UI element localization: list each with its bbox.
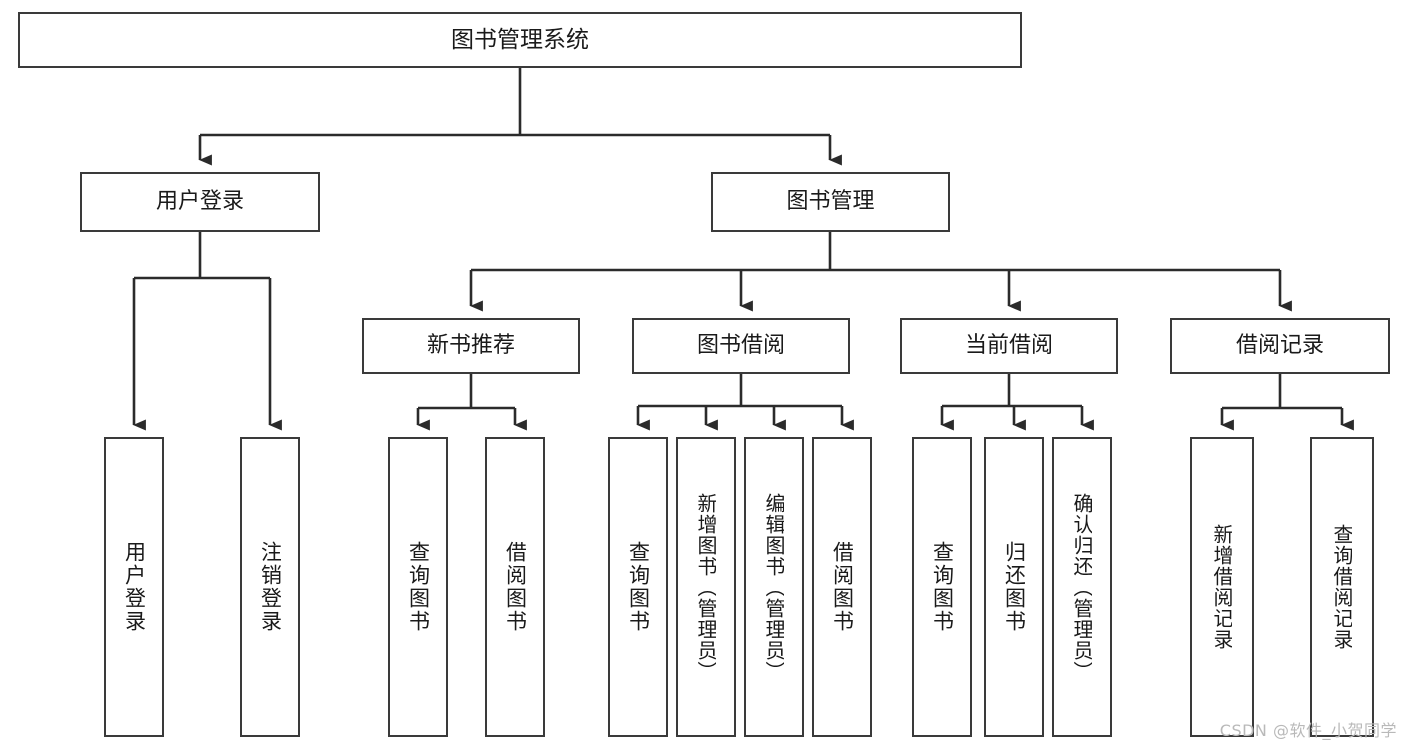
node-leaf-logout[interactable]: 注销登录: [240, 437, 300, 737]
node-leaf-borrow-book-1[interactable]: 借阅图书: [485, 437, 545, 737]
node-current-borrow[interactable]: 当前借阅: [900, 318, 1118, 374]
node-book-borrow[interactable]: 图书借阅: [632, 318, 850, 374]
node-leaf-add-book-label: 新增图书（管理员）: [696, 492, 716, 682]
watermark-label: CSDN @软件_小贺同学: [1219, 721, 1397, 740]
node-borrow-record[interactable]: 借阅记录: [1170, 318, 1390, 374]
node-leaf-query-book-2-label: 查询图书: [627, 541, 649, 633]
node-leaf-confirm-return[interactable]: 确认归还（管理员）: [1052, 437, 1112, 737]
node-root[interactable]: 图书管理系统: [18, 12, 1022, 68]
node-root-label: 图书管理系统: [451, 26, 589, 53]
node-borrow-record-label: 借阅记录: [1235, 333, 1324, 359]
node-user-login-label: 用户登录: [155, 189, 244, 215]
node-book-borrow-label: 图书借阅: [696, 333, 785, 359]
node-leaf-return-book-label: 归还图书: [1003, 541, 1025, 633]
node-leaf-query-book-1-label: 查询图书: [407, 541, 429, 633]
node-leaf-edit-book[interactable]: 编辑图书（管理员）: [744, 437, 804, 737]
node-leaf-return-book[interactable]: 归还图书: [984, 437, 1044, 737]
node-user-login[interactable]: 用户登录: [80, 172, 320, 232]
node-leaf-user-login-label: 用户登录: [123, 541, 145, 633]
node-leaf-borrow-book-2[interactable]: 借阅图书: [812, 437, 872, 737]
node-leaf-query-book-2[interactable]: 查询图书: [608, 437, 668, 737]
node-leaf-add-record-label: 新增借阅记录: [1212, 524, 1232, 650]
node-leaf-borrow-book-2-label: 借阅图书: [831, 541, 853, 633]
node-leaf-user-login[interactable]: 用户登录: [104, 437, 164, 737]
node-leaf-query-book-3-label: 查询图书: [931, 541, 953, 633]
node-leaf-logout-label: 注销登录: [259, 541, 281, 633]
node-leaf-query-record-label: 查询借阅记录: [1332, 524, 1352, 650]
node-book-manage-label: 图书管理: [786, 189, 875, 215]
node-leaf-query-book-3[interactable]: 查询图书: [912, 437, 972, 737]
node-current-borrow-label: 当前借阅: [964, 333, 1053, 359]
node-leaf-add-book[interactable]: 新增图书（管理员）: [676, 437, 736, 737]
node-leaf-query-record[interactable]: 查询借阅记录: [1310, 437, 1374, 737]
node-new-book-rec[interactable]: 新书推荐: [362, 318, 580, 374]
node-leaf-confirm-return-label: 确认归还（管理员）: [1072, 492, 1092, 682]
node-leaf-borrow-book-1-label: 借阅图书: [504, 541, 526, 633]
node-book-manage[interactable]: 图书管理: [711, 172, 950, 232]
node-leaf-query-book-1[interactable]: 查询图书: [388, 437, 448, 737]
node-new-book-rec-label: 新书推荐: [426, 333, 515, 359]
node-leaf-edit-book-label: 编辑图书（管理员）: [764, 492, 784, 682]
node-leaf-add-record[interactable]: 新增借阅记录: [1190, 437, 1254, 737]
